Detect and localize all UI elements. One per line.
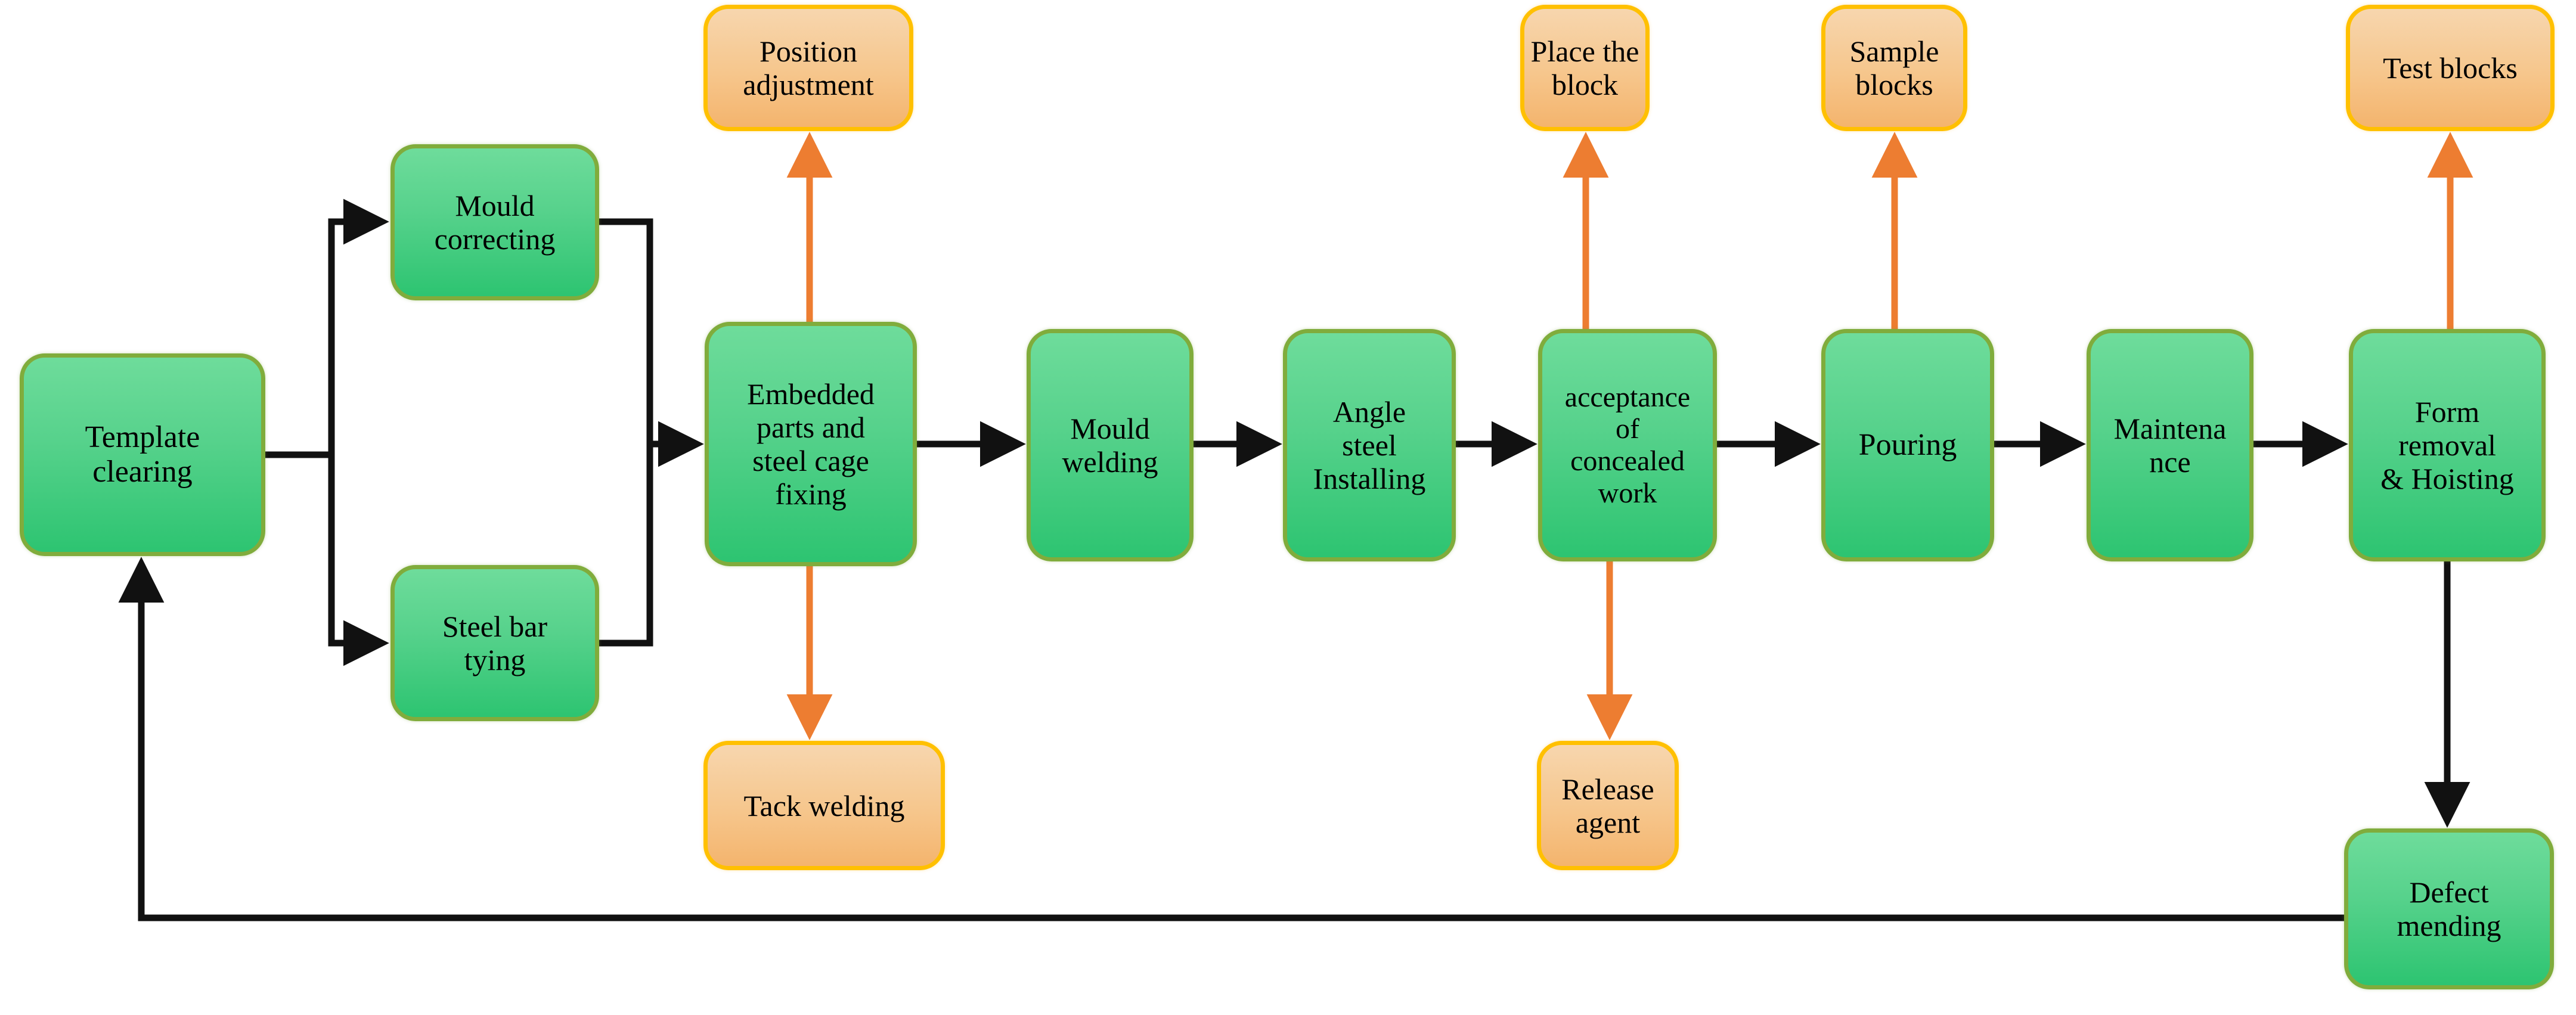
node-defect-mending[interactable]: Defect mending (2344, 828, 2554, 989)
edge-template-to-mould-correcting (328, 198, 389, 455)
node-label-defect-mending: Defect mending (2397, 876, 2501, 942)
edge-template-to-steel-bar (328, 455, 389, 666)
node-label-sample-blocks: Sample blocks (1849, 35, 1939, 101)
node-label-mould-welding: Mould welding (1062, 412, 1158, 479)
node-template-clearing[interactable]: Template clearing (20, 353, 265, 556)
node-label-release-agent: Release agent (1561, 772, 1654, 839)
node-label-place-the-block: Place the block (1530, 35, 1639, 101)
node-steel-bar-tying[interactable]: Steel bar tying (390, 565, 599, 721)
node-form-removal-hoisting[interactable]: Form removal & Hoisting (2349, 329, 2546, 561)
node-embedded-parts[interactable]: Embedded parts and steel cage fixing (705, 322, 917, 566)
node-tack-welding[interactable]: Tack welding (703, 741, 945, 870)
node-release-agent[interactable]: Release agent (1537, 741, 1679, 870)
node-label-acceptance-concealed: acceptance of concealed work (1564, 381, 1691, 509)
edge-steel-bar-to-merge (599, 444, 653, 647)
node-position-adjustment[interactable]: Position adjustment (703, 5, 913, 131)
node-maintenance[interactable]: Maintena nce (2087, 329, 2253, 561)
node-label-angle-steel-installing: Angle steel Installing (1313, 395, 1426, 495)
node-label-embedded-parts: Embedded parts and steel cage fixing (747, 377, 875, 511)
node-label-position-adjustment: Position adjustment (743, 35, 874, 101)
node-acceptance-concealed[interactable]: acceptance of concealed work (1538, 329, 1717, 561)
node-label-mould-correcting: Mould correcting (434, 189, 556, 256)
node-label-test-blocks: Test blocks (2383, 51, 2518, 85)
node-label-form-removal-hoisting: Form removal & Hoisting (2380, 395, 2514, 495)
node-label-maintenance: Maintena nce (2113, 412, 2227, 479)
node-place-the-block[interactable]: Place the block (1520, 5, 1650, 131)
node-mould-welding[interactable]: Mould welding (1027, 329, 1194, 561)
node-mould-correcting[interactable]: Mould correcting (390, 144, 599, 300)
node-label-template-clearing: Template clearing (85, 420, 200, 489)
node-angle-steel-installing[interactable]: Angle steel Installing (1283, 329, 1456, 561)
node-label-pouring: Pouring (1858, 427, 1957, 462)
node-label-tack-welding: Tack welding (743, 789, 905, 822)
node-pouring[interactable]: Pouring (1821, 329, 1994, 561)
edge-mould-correcting-to-merge (599, 218, 653, 444)
node-label-steel-bar-tying: Steel bar tying (442, 610, 548, 676)
node-sample-blocks[interactable]: Sample blocks (1821, 5, 1967, 131)
node-test-blocks[interactable]: Test blocks (2346, 5, 2555, 131)
